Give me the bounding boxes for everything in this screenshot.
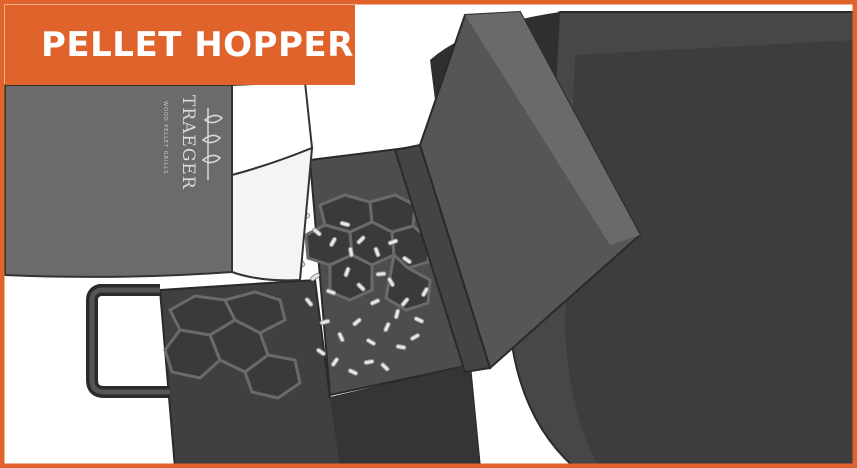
bag-brand-text: TRAEGER [178,95,198,190]
page-title: PELLET HOPPER [41,25,354,65]
bag-branding: TRAEGER WOOD PELLET GRILLS [150,95,230,205]
bag-tagline-text: WOOD PELLET GRILLS [162,101,168,174]
title-banner: PELLET HOPPER [5,5,355,85]
